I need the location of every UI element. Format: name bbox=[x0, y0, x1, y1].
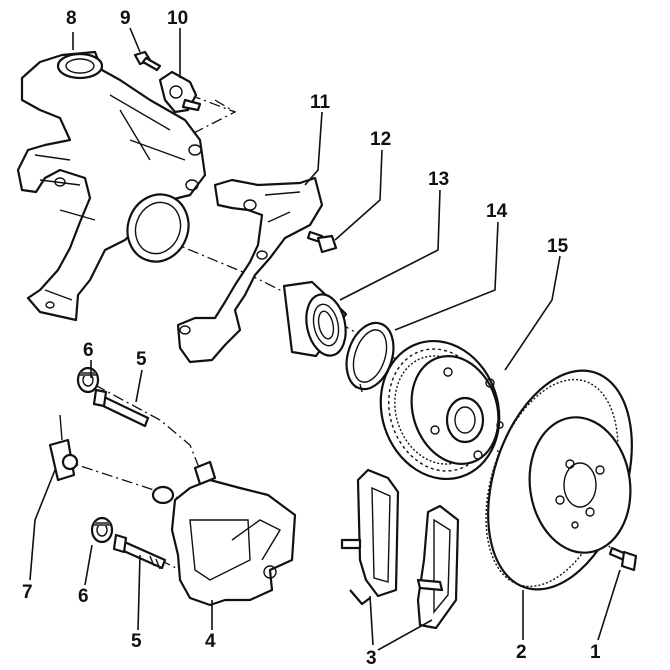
steering-knuckle bbox=[16, 50, 207, 322]
dust-cap-upper bbox=[76, 366, 100, 394]
bolt-12 bbox=[306, 230, 338, 254]
wheel-hub bbox=[379, 339, 504, 481]
brake-disc bbox=[485, 369, 633, 591]
callout-6-lower: 6 bbox=[78, 586, 89, 607]
abs-speed-sensor bbox=[158, 70, 202, 114]
guide-pin-lower bbox=[112, 533, 167, 570]
bolt-9 bbox=[133, 50, 162, 72]
wear-sensor-connector bbox=[48, 414, 79, 482]
callout-7: 7 bbox=[22, 582, 33, 603]
callout-8: 8 bbox=[66, 8, 77, 29]
callout-1: 1 bbox=[590, 642, 601, 663]
callout-13: 13 bbox=[428, 169, 449, 190]
callout-3: 3 bbox=[366, 648, 377, 669]
circlip bbox=[345, 321, 395, 393]
callout-2: 2 bbox=[516, 642, 527, 663]
callout-9: 9 bbox=[120, 8, 131, 29]
callout-14: 14 bbox=[486, 201, 508, 222]
callout-5-upper: 5 bbox=[136, 349, 147, 370]
brake-pads bbox=[340, 468, 460, 630]
leader-lines bbox=[29, 27, 621, 651]
callout-5-lower: 5 bbox=[131, 631, 142, 652]
dust-cap-lower bbox=[90, 516, 114, 544]
callout-15: 15 bbox=[547, 236, 569, 257]
callout-4: 4 bbox=[205, 631, 216, 652]
callout-10: 10 bbox=[167, 8, 188, 29]
callout-12: 12 bbox=[370, 129, 391, 150]
callout-labels: 1 2 3 4 5 5 6 6 7 8 9 10 11 12 13 14 15 bbox=[22, 8, 601, 669]
disc-retaining-screw bbox=[608, 546, 638, 572]
brake-caliper bbox=[151, 460, 297, 607]
callout-11: 11 bbox=[310, 92, 331, 113]
callout-6-upper: 6 bbox=[83, 340, 94, 361]
guide-pin-upper bbox=[92, 388, 150, 428]
brake-splash-shield bbox=[176, 176, 324, 364]
wheel-bearing bbox=[282, 280, 348, 358]
